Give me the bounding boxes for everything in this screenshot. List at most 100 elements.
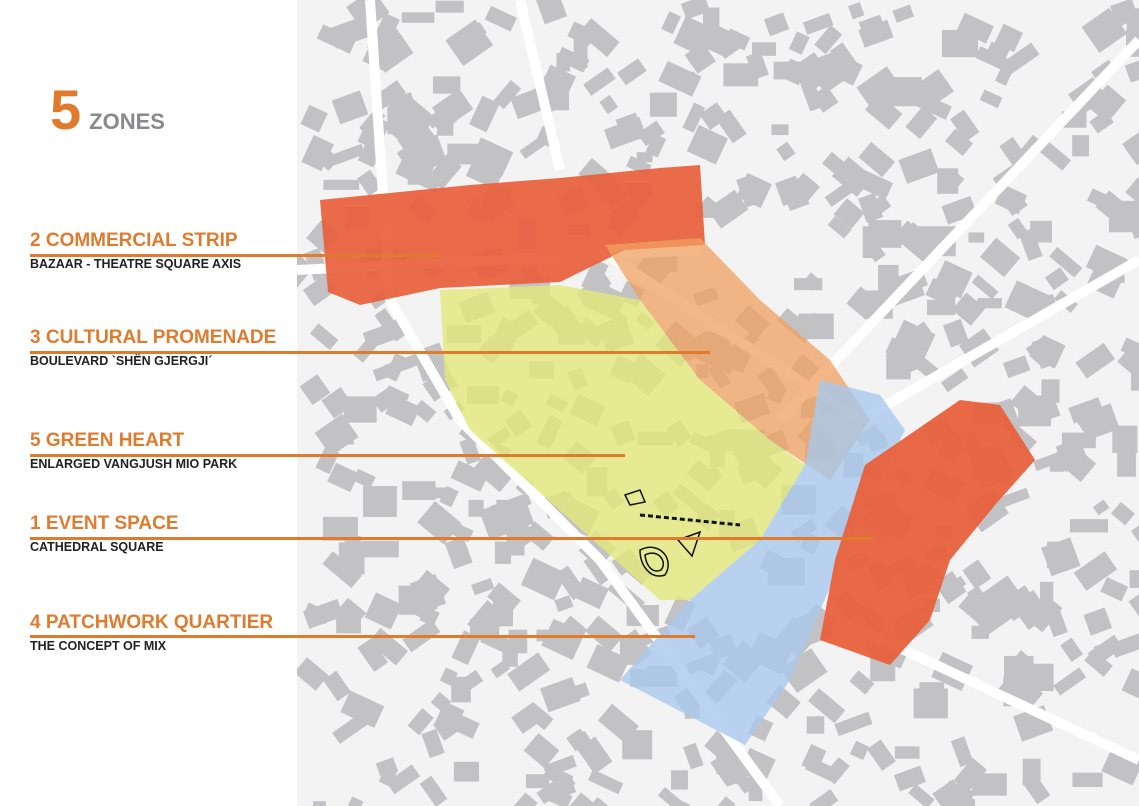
label-commercial-strip: 2 COMMERCIAL STRIP BAZAAR - THEATRE SQUA… — [30, 231, 241, 272]
building-footprint — [468, 499, 484, 517]
building-footprint — [1084, 649, 1113, 677]
building-footprint — [950, 736, 974, 768]
building-footprint — [402, 134, 448, 175]
building-footprint — [919, 682, 945, 709]
building-footprint — [402, 481, 436, 501]
building-footprint — [450, 21, 487, 53]
building-footprint — [878, 264, 899, 296]
building-footprint — [1111, 501, 1135, 526]
building-footprint — [479, 503, 509, 541]
building-footprint — [523, 521, 555, 551]
building-footprint — [1129, 570, 1139, 588]
building-footprint — [419, 775, 448, 806]
building-footprint — [909, 321, 934, 346]
building-footprint — [493, 79, 522, 110]
building-footprint — [487, 582, 521, 615]
building-footprint — [858, 141, 896, 178]
building-footprint — [563, 615, 588, 638]
building-footprint — [1022, 758, 1041, 786]
building-footprint — [805, 756, 838, 783]
building-footprint — [525, 774, 550, 789]
building-footprint — [1060, 637, 1084, 662]
building-footprint — [1002, 191, 1028, 216]
building-footprint — [321, 387, 354, 419]
building-footprint — [848, 1, 865, 20]
building-footprint — [386, 764, 421, 795]
building-footprint — [962, 559, 992, 590]
building-footprint — [573, 576, 609, 610]
building-footprint — [356, 169, 383, 197]
building-footprint — [507, 652, 551, 692]
building-footprint — [994, 23, 1024, 53]
building-footprint — [1040, 395, 1061, 420]
building-footprint — [465, 156, 505, 190]
building-footprint — [1025, 335, 1050, 357]
building-footprint — [932, 779, 969, 806]
building-footprint — [617, 58, 647, 86]
park-features — [623, 489, 741, 577]
building-footprint — [1021, 294, 1057, 316]
building-footprint — [748, 784, 763, 802]
building-footprint — [364, 592, 403, 630]
building-footprint — [502, 649, 518, 667]
building-footprint — [361, 540, 399, 558]
building-footprint — [345, 796, 364, 806]
zone-subtitle: CATHEDRAL SQUARE — [30, 540, 164, 554]
building-footprint — [472, 452, 514, 493]
building-footprint — [997, 669, 1044, 714]
building-footprint — [802, 12, 834, 35]
building-footprint — [453, 761, 480, 782]
building-footprint — [1041, 537, 1081, 577]
building-footprint — [1033, 452, 1062, 472]
building-footprint — [953, 757, 987, 793]
building-footprint — [940, 368, 969, 393]
building-footprint — [599, 94, 619, 115]
building-footprint — [680, 0, 711, 20]
building-footprint — [908, 783, 935, 806]
building-footprint — [858, 14, 884, 34]
zone-name: 3 CULTURAL PROMENADE — [30, 327, 277, 348]
zone-subtitle: BOULEVARD `SHËN GJERGJI´ — [30, 354, 213, 368]
building-footprint — [808, 688, 846, 724]
building-footprint — [1024, 395, 1043, 407]
label-patchwork-quartier: 4 PATCHWORK QUARTIER THE CONCEPT OF MIX — [30, 613, 273, 654]
building-footprint — [745, 51, 769, 80]
building-footprint — [467, 600, 508, 642]
building-footprint — [811, 85, 839, 113]
building-footprint — [308, 141, 340, 171]
building-footprint — [971, 625, 989, 639]
leader-line-event-space — [30, 537, 875, 540]
building-footprint — [1049, 246, 1083, 278]
building-footprint — [535, 0, 568, 25]
building-footprint — [505, 792, 538, 806]
building-footprint — [649, 92, 677, 117]
building-footprint — [1070, 519, 1109, 533]
zone-name: 5 GREEN HEART — [30, 430, 185, 451]
building-footprint — [439, 667, 458, 687]
building-footprint — [371, 387, 398, 413]
building-footprint — [430, 691, 452, 713]
building-footprint — [885, 337, 923, 367]
building-footprint — [415, 604, 436, 623]
building-footprint — [933, 260, 973, 299]
building-footprint — [1072, 772, 1103, 788]
building-footprint — [1073, 551, 1118, 591]
building-footprint — [858, 19, 894, 48]
building-footprint — [851, 167, 894, 200]
building-footprint — [1044, 267, 1069, 291]
building-footprint — [451, 630, 481, 665]
building-footprint — [407, 708, 434, 736]
building-footprint — [858, 192, 884, 223]
building-footprint — [425, 106, 451, 129]
building-footprint — [1117, 448, 1136, 477]
building-footprint — [944, 128, 974, 156]
building-footprint — [432, 709, 466, 741]
building-footprint — [971, 274, 999, 300]
building-footprint — [444, 536, 473, 570]
building-footprint — [567, 21, 596, 47]
building-footprint — [868, 220, 902, 248]
building-footprint — [1026, 606, 1048, 629]
building-footprint — [583, 554, 611, 586]
building-footprint — [578, 18, 620, 58]
title-word: ZONES — [89, 109, 165, 134]
